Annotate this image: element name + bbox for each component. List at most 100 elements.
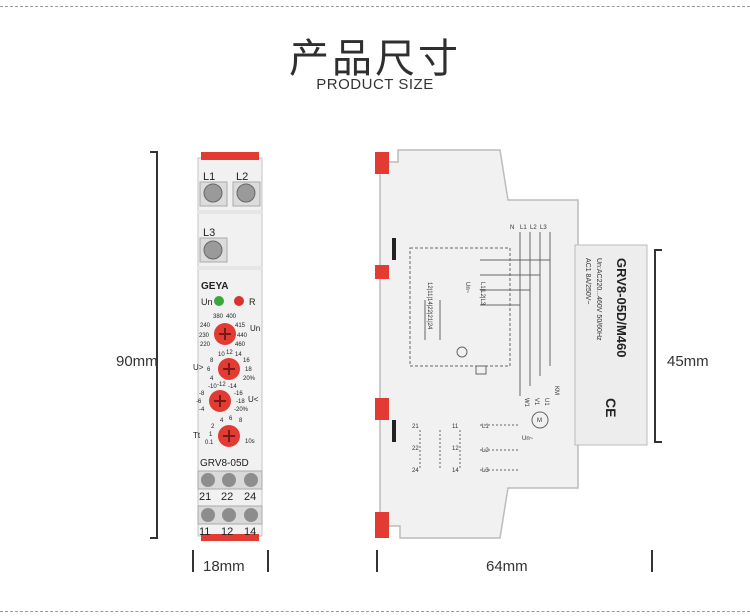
lower-contact: 14 (452, 468, 459, 474)
side-model-label: GRV8-05D/M460 (614, 258, 629, 357)
dial-tick: 16 (243, 358, 250, 364)
wiring-schematic (409, 232, 551, 471)
lower-line: L3 (482, 468, 489, 474)
knob-cross (223, 430, 235, 442)
dial-tick: 6 (229, 416, 233, 422)
schematic-label: N (510, 225, 514, 231)
lower-line: L1 (482, 424, 489, 430)
led-label-r: R (249, 297, 256, 307)
front-divider (198, 210, 262, 214)
dial-tick: 220 (200, 342, 211, 348)
front-view: L1 L2 L3 GEYA Un R 380 400 240 230 220 4… (193, 152, 263, 541)
lower-contact: 11 (452, 424, 459, 430)
brand-logo: GEYA (201, 281, 228, 292)
side-view: N L1 L2 L3 12|11|14|22|21|24 L1|L2|L3 Un… (375, 149, 648, 539)
bottom-divider (0, 611, 750, 612)
motor-label: M (537, 418, 542, 424)
terminal-label: 12 (221, 526, 233, 538)
page-title: 产品尺寸 (289, 36, 461, 82)
spec-line-2: AC1 8A/250V~ (584, 258, 591, 305)
dimension-brackets (150, 151, 662, 572)
lower-line: L2 (482, 448, 489, 454)
dial-tick: 20% (243, 376, 256, 382)
dial-tick: -18 (236, 399, 245, 405)
dial-tick: -20% (234, 407, 249, 413)
front-model-label: GRV8-05D (200, 458, 249, 469)
dial-tick: -12 (217, 382, 226, 388)
dial-tick: 10s (245, 439, 255, 445)
front-top-clip (201, 152, 259, 160)
screw-icon (201, 508, 215, 522)
side-front-face (574, 244, 648, 446)
dim-depth-label: 64mm (486, 558, 528, 575)
knob-cross (219, 328, 231, 340)
dial-tick: 440 (237, 333, 248, 339)
motor-label: U1 (543, 398, 549, 406)
dial-tick: 14 (235, 352, 242, 358)
knob-cross (214, 395, 226, 407)
page-subtitle: PRODUCT SIZE (316, 76, 434, 93)
side-clip-bottom (375, 512, 389, 538)
dial-un: 380 400 240 230 220 415 440 460 Un (199, 314, 260, 348)
dial-tick: 415 (235, 323, 246, 329)
dial-tick: 1 (209, 432, 213, 438)
dial-label: Tt (193, 431, 201, 440)
ce-mark: CE (603, 398, 619, 417)
dial-tick: -14 (228, 384, 237, 390)
dial-tick: -16 (234, 391, 243, 397)
lower-contact: 22 (412, 446, 419, 452)
dial-tick: 380 (213, 314, 224, 320)
dial-tick: 4 (210, 376, 214, 382)
dial-tick: 6 (207, 367, 211, 373)
schematic-inputs: L1|L2|L3 (479, 282, 485, 306)
dial-tick: -8 (199, 391, 205, 397)
dial-time: 4 6 8 2 1 0.1 10s Tt (193, 416, 255, 447)
terminal-label-l3: L3 (203, 227, 215, 239)
schematic-un: Un~ (464, 282, 470, 294)
spec-line-1: Un:AC220...460V 50/60Hz (595, 258, 602, 341)
screw-icon (203, 183, 223, 203)
led-label-un: Un (201, 297, 213, 307)
front-bottom-clip (201, 534, 259, 541)
dial-overvoltage: 10 12 14 8 6 4 16 18 20% U> (193, 350, 256, 382)
dial-tick: 8 (239, 418, 243, 424)
dim-height-label: 90mm (116, 353, 158, 370)
schematic-label: L3 (540, 225, 547, 231)
side-clip-mid (375, 265, 389, 279)
knob-cross (223, 363, 235, 375)
lower-un: Un~ (522, 436, 534, 442)
screw-icon (222, 473, 236, 487)
bracket-height (150, 151, 158, 539)
bracket-width (192, 550, 269, 572)
bracket-depth (376, 550, 653, 572)
dial-label: U< (248, 395, 259, 404)
dial-tick: 240 (200, 323, 211, 329)
dial-label: Un (250, 324, 260, 333)
lower-contact: 21 (412, 424, 419, 430)
motor-label: V1 (533, 398, 539, 406)
dial-tick: 2 (211, 424, 215, 430)
rail-slot (392, 420, 396, 442)
dial-tick: -6 (196, 399, 202, 405)
terminal-label-l2: L2 (236, 171, 248, 183)
bracket-face-height (654, 249, 662, 443)
terminal-label-l1: L1 (203, 171, 215, 183)
top-divider (0, 6, 750, 7)
km-label: KM (553, 386, 559, 395)
screw-icon (244, 508, 258, 522)
dial-tick: 230 (199, 333, 210, 339)
dial-tick: 4 (220, 418, 224, 424)
led-red-icon (234, 296, 244, 306)
lower-contact: 24 (412, 468, 419, 474)
dial-tick: -4 (199, 407, 205, 413)
side-clip-lower (375, 398, 389, 420)
front-divider (198, 266, 262, 270)
schematic-labels: N L1 L2 L3 12|11|14|22|21|24 L1|L2|L3 Un… (412, 225, 559, 474)
rail-slot (392, 238, 396, 260)
terminal-label: 11 (199, 526, 210, 538)
terminal-label: 21 (199, 491, 211, 503)
schematic-terminals: 12|11|14|22|21|24 (426, 282, 432, 330)
screw-icon (244, 473, 258, 487)
dim-face-height-label: 45mm (667, 353, 709, 370)
